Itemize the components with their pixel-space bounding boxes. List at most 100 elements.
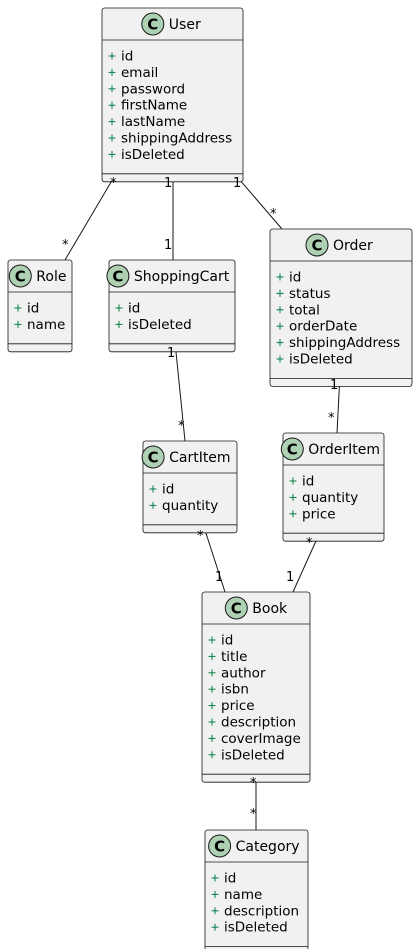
attribute-row: isDeleted <box>276 352 353 368</box>
attribute-row: shippingAddress <box>276 335 400 351</box>
attribute-name: price <box>302 506 336 522</box>
attribute-row: price <box>289 506 336 522</box>
public-visibility-icon <box>149 501 157 509</box>
public-visibility-icon <box>108 85 116 93</box>
attribute-row: id <box>149 482 174 498</box>
multiplicity-order: 1 <box>330 378 338 393</box>
attribute-name: author <box>221 665 266 681</box>
public-visibility-icon <box>211 923 219 931</box>
class-badge-icon: C <box>305 233 329 257</box>
public-visibility-icon <box>115 320 123 328</box>
public-visibility-icon <box>211 874 219 882</box>
svg-text:C: C <box>147 16 158 34</box>
attribute-name: price <box>221 698 255 714</box>
attribute-name: id <box>224 871 236 887</box>
attribute-name: shippingAddress <box>121 131 232 147</box>
attribute-name: password <box>121 81 185 97</box>
attribute-row: firstName <box>108 98 187 114</box>
attribute-row: id <box>208 633 233 649</box>
attribute-name: id <box>289 270 301 286</box>
attribute-row: id <box>289 474 314 490</box>
public-visibility-icon <box>276 273 284 281</box>
public-visibility-icon <box>115 304 123 312</box>
class-name: ShoppingCart <box>134 269 230 285</box>
class-name: CartItem <box>169 450 230 466</box>
attribute-name: total <box>289 302 320 318</box>
attribute-row: id <box>108 49 133 65</box>
multiplicity-shoppingcart: 1 <box>164 238 172 253</box>
svg-text:C: C <box>287 441 298 459</box>
svg-text:C: C <box>112 268 123 286</box>
attribute-row: status <box>276 286 330 302</box>
public-visibility-icon <box>276 339 284 347</box>
association-shoppingcart-cartitem <box>174 341 186 442</box>
attribute-name: description <box>221 715 296 731</box>
public-visibility-icon <box>108 150 116 158</box>
public-visibility-icon <box>108 52 116 60</box>
class-name: Role <box>36 269 66 285</box>
attribute-row: id <box>276 270 301 286</box>
attribute-name: isDeleted <box>121 147 185 163</box>
attribute-row: title <box>208 649 247 665</box>
attribute-name: name <box>27 317 65 333</box>
public-visibility-icon <box>289 477 297 485</box>
attribute-row: isDeleted <box>211 920 288 936</box>
public-visibility-icon <box>108 134 116 142</box>
attribute-name: quantity <box>162 498 218 514</box>
attribute-name: firstName <box>121 98 187 114</box>
multiplicities: **111*1*1**1*1** <box>62 176 338 822</box>
multiplicity-orderitem: * <box>306 536 313 551</box>
class-box <box>204 829 309 949</box>
attribute-row: id <box>211 871 236 887</box>
class-name: OrderItem <box>308 442 380 458</box>
class-badge-icon: C <box>141 12 165 36</box>
public-visibility-icon <box>208 734 216 742</box>
public-visibility-icon <box>208 718 216 726</box>
public-visibility-icon <box>108 118 116 126</box>
multiplicity-user: * <box>110 176 117 191</box>
attribute-name: email <box>121 65 158 81</box>
svg-text:C: C <box>148 449 159 467</box>
svg-text:C: C <box>311 237 322 255</box>
attribute-name: shippingAddress <box>289 335 400 351</box>
multiplicity-orderitem: * <box>328 411 335 426</box>
multiplicity-book: 1 <box>215 570 223 585</box>
public-visibility-icon <box>276 322 284 330</box>
attribute-name: isDeleted <box>224 920 288 936</box>
public-visibility-icon <box>208 652 216 660</box>
class-name: Order <box>333 238 373 254</box>
public-visibility-icon <box>276 306 284 314</box>
attribute-row: isDeleted <box>208 747 285 763</box>
public-visibility-icon <box>211 907 219 915</box>
public-visibility-icon <box>149 485 157 493</box>
attribute-row: id <box>14 301 39 317</box>
public-visibility-icon <box>211 890 219 898</box>
class-box <box>201 591 311 783</box>
attribute-name: status <box>289 286 330 302</box>
association-user-role <box>64 171 118 261</box>
attribute-name: description <box>224 903 299 919</box>
attribute-row: total <box>276 302 320 318</box>
association-orderitem-book <box>292 531 321 593</box>
class-badge-icon: C <box>208 834 232 858</box>
attribute-name: id <box>162 482 174 498</box>
multiplicity-shoppingcart: 1 <box>167 346 175 361</box>
attribute-row: id <box>115 301 140 317</box>
class-box <box>101 7 244 183</box>
multiplicity-cartitem: * <box>178 419 185 434</box>
class-badge-icon: C <box>280 437 304 461</box>
svg-text:C: C <box>15 268 26 286</box>
attribute-row: name <box>211 887 262 903</box>
attribute-row: quantity <box>149 498 218 514</box>
multiplicity-category: * <box>250 807 257 822</box>
attribute-name: id <box>221 633 233 649</box>
class-name: User <box>169 17 201 33</box>
attribute-row: email <box>108 65 158 81</box>
attribute-name: id <box>302 474 314 490</box>
